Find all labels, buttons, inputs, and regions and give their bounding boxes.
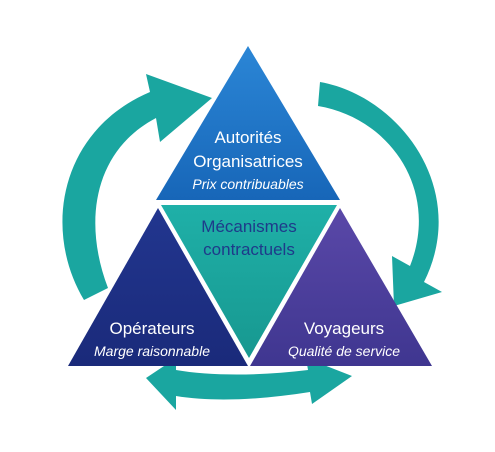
center-line1: Mécanismes: [201, 217, 296, 236]
right-triangle: [250, 208, 432, 366]
cycle-arrow-right-icon: [318, 82, 442, 306]
top-title-line2: Organisatrices: [193, 152, 303, 171]
left-title: Opérateurs: [109, 319, 194, 338]
right-subtitle: Qualité de service: [288, 343, 400, 359]
right-title: Voyageurs: [304, 319, 384, 338]
cycle-arrow-bottom-icon: [146, 358, 352, 410]
center-line2: contractuels: [203, 240, 295, 259]
left-triangle: [68, 208, 248, 366]
top-title-line1: Autorités: [214, 128, 281, 147]
cycle-arrow-left-icon: [62, 74, 212, 300]
top-subtitle: Prix contribuables: [192, 176, 303, 192]
center-triangle: [161, 205, 337, 358]
top-triangle: [156, 46, 340, 200]
left-subtitle: Marge raisonnable: [94, 343, 210, 359]
